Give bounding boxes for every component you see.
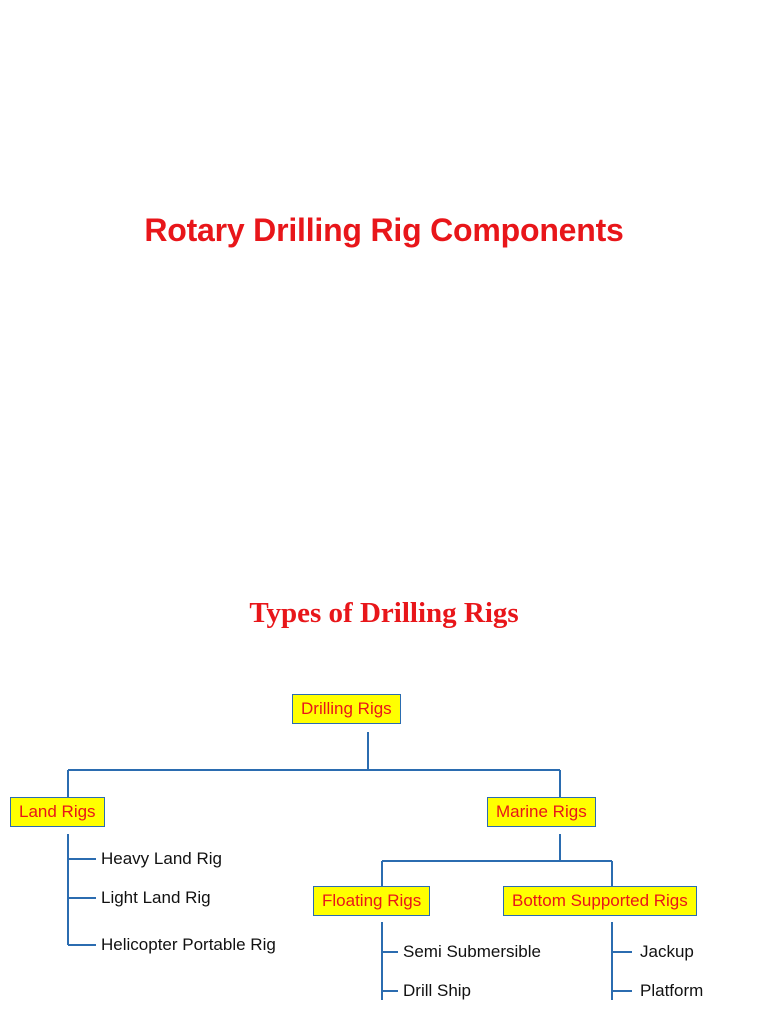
leaf-semi-submersible: Semi Submersible [403, 942, 541, 961]
section-title: Types of Drilling Rigs [249, 597, 519, 629]
leaf-heavy-land-rig: Heavy Land Rig [101, 849, 222, 868]
node-bottom-supported-rigs[interactable]: Bottom Supported Rigs [503, 886, 697, 916]
leaf-platform: Platform [640, 981, 704, 1000]
leaf-helicopter-portable-rig: Helicopter Portable Rig [101, 935, 276, 954]
leaf-drill-ship: Drill Ship [403, 981, 472, 1000]
leaf-light-land-rig: Light Land Rig [101, 888, 211, 907]
node-drilling-rigs[interactable]: Drilling Rigs [292, 694, 401, 724]
node-floating-rigs[interactable]: Floating Rigs [313, 886, 431, 916]
node-marine-rigs[interactable]: Marine Rigs [487, 797, 596, 827]
node-land-rigs[interactable]: Land Rigs [10, 797, 105, 827]
leaf-jackup: Jackup [640, 942, 694, 961]
page-title: Rotary Drilling Rig Components [144, 212, 624, 248]
